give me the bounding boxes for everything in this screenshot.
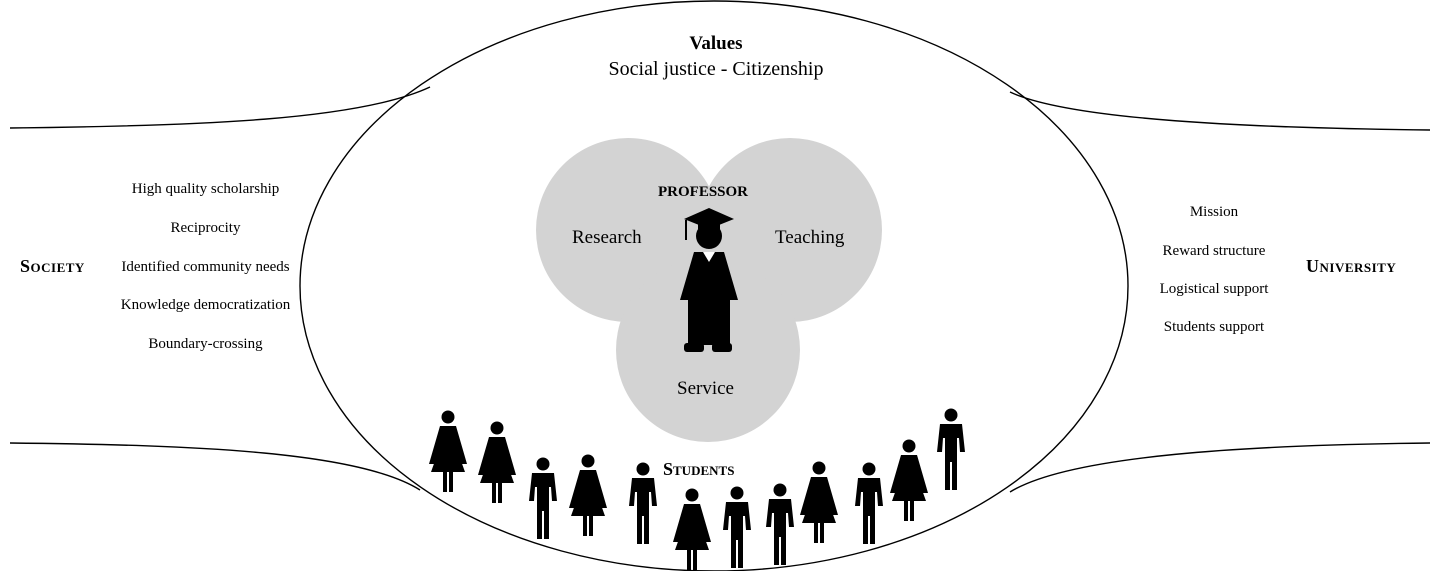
society-item: High quality scholarship xyxy=(131,181,280,197)
service-circle xyxy=(616,258,800,442)
values-ellipse xyxy=(299,0,1129,571)
right-top-line xyxy=(1009,91,1431,131)
values-title: Values xyxy=(689,33,743,54)
female-person-icon xyxy=(478,421,516,503)
male-person-icon xyxy=(529,457,557,539)
university-item: Mission xyxy=(1189,204,1239,220)
female-person-icon xyxy=(800,461,838,543)
male-person-icon xyxy=(766,483,794,565)
university-label: University xyxy=(1306,256,1397,276)
male-person-icon xyxy=(723,486,751,568)
professor-label: PROFESSOR xyxy=(658,184,749,200)
society-item: Identified community needs xyxy=(121,259,290,275)
society-item: Knowledge democratization xyxy=(120,297,291,313)
university-item: Logistical support xyxy=(1159,281,1269,297)
university-item: Students support xyxy=(1163,319,1265,335)
female-person-icon xyxy=(890,439,928,521)
service-label: Service xyxy=(677,378,734,399)
female-person-icon xyxy=(673,488,711,570)
male-person-icon xyxy=(855,462,883,544)
graduate-icon xyxy=(680,208,738,352)
female-person-icon xyxy=(429,410,467,492)
research-label: Research xyxy=(572,227,642,248)
left-top-line xyxy=(9,86,431,129)
venn-circles xyxy=(536,138,882,442)
male-person-icon xyxy=(937,408,965,490)
male-person-icon xyxy=(629,462,657,544)
society-label: Society xyxy=(20,256,85,276)
right-bottom-line xyxy=(1009,442,1431,493)
society-item: Reciprocity xyxy=(170,220,241,236)
teaching-label: Teaching xyxy=(775,227,845,248)
society-item: Boundary-crossing xyxy=(148,336,263,352)
values-subtitle: Social justice - Citizenship xyxy=(608,58,824,80)
left-bottom-line xyxy=(9,442,421,491)
students-label: Students xyxy=(663,459,735,479)
female-person-icon xyxy=(569,454,607,536)
university-item: Reward structure xyxy=(1162,243,1266,259)
